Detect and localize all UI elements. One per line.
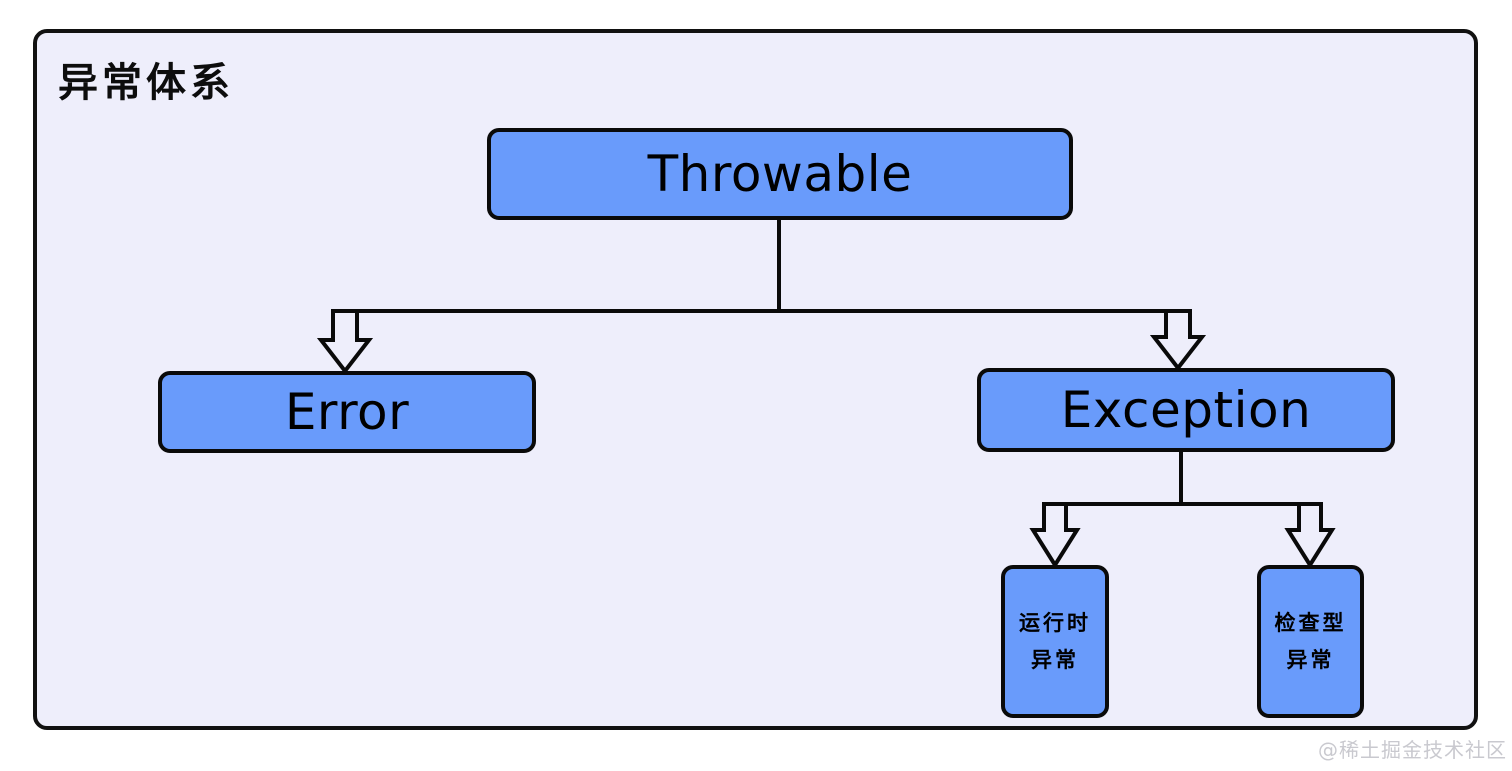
node-checked-exception-line2: 异常 xyxy=(1286,646,1335,672)
node-runtime-exception-line2: 异常 xyxy=(1031,646,1079,672)
node-exception[interactable]: Exception xyxy=(977,368,1395,452)
node-runtime-exception-label: 运行时 异常 xyxy=(1019,605,1091,679)
node-error-label: Error xyxy=(284,383,410,441)
node-runtime-exception[interactable]: 运行时 异常 xyxy=(1001,565,1109,718)
node-throwable[interactable]: Throwable xyxy=(487,128,1073,220)
node-exception-label: Exception xyxy=(1060,381,1312,439)
node-runtime-exception-line1: 运行时 xyxy=(1019,609,1091,635)
node-error[interactable]: Error xyxy=(158,371,536,453)
node-checked-exception-line1: 检查型 xyxy=(1274,609,1347,635)
watermark: @稀土掘金技术社区 xyxy=(1318,738,1507,762)
node-checked-exception-label: 检查型 异常 xyxy=(1275,605,1347,679)
diagram-title: 异常体系 xyxy=(58,59,234,106)
node-checked-exception[interactable]: 检查型 异常 xyxy=(1257,565,1364,718)
node-throwable-label: Throwable xyxy=(647,145,913,203)
